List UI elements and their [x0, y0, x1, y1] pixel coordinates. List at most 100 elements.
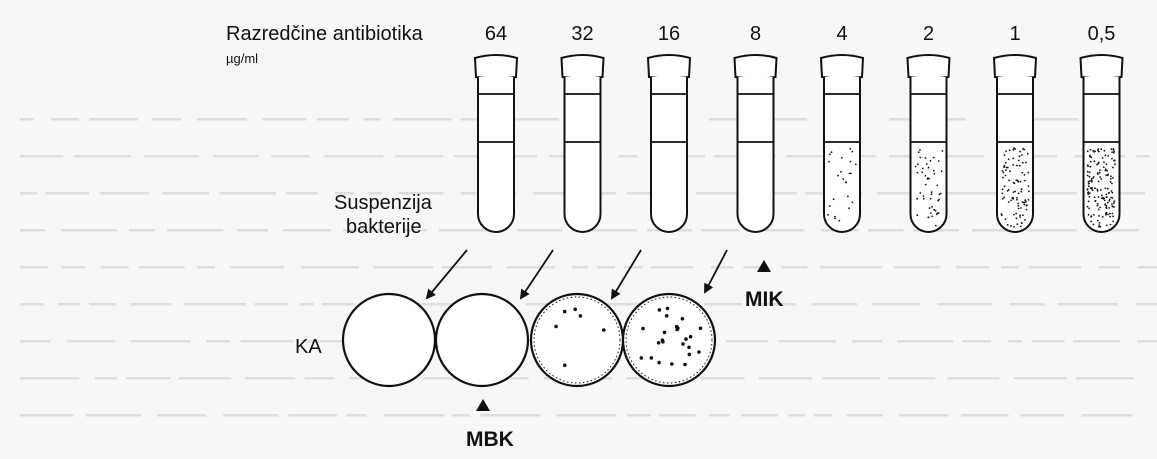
- turbidity-dot: [1024, 174, 1026, 176]
- turbidity-dot: [1094, 196, 1096, 198]
- turbidity-dot: [1022, 201, 1024, 203]
- test-tube: 2: [908, 23, 950, 232]
- mbk-marker-arrowhead: [476, 399, 490, 411]
- turbidity-dot: [1110, 175, 1112, 177]
- turbidity-dot: [1027, 172, 1029, 174]
- turbidity-dot: [1097, 205, 1099, 207]
- turbidity-dot: [855, 164, 857, 166]
- bacterial-colony: [657, 361, 661, 365]
- turbidity-dot: [1105, 170, 1107, 172]
- turbidity-dot: [916, 214, 918, 216]
- turbidity-dot: [1087, 206, 1089, 208]
- bacterial-colony: [683, 363, 687, 367]
- turbidity-dot: [1106, 193, 1108, 195]
- turbidity-dot: [1018, 208, 1020, 210]
- turbidity-dot: [1107, 214, 1109, 216]
- turbidity-dot: [834, 216, 836, 218]
- transfer-arrows: [427, 250, 727, 298]
- turbidity-dot: [1016, 217, 1018, 219]
- mbk-label: MBK: [466, 428, 514, 451]
- turbidity-dot: [1095, 200, 1097, 202]
- turbidity-dot: [1004, 185, 1006, 187]
- turbidity-dot: [1007, 167, 1009, 169]
- turbidity-dot: [1104, 200, 1106, 202]
- turbidity-dot: [1089, 166, 1091, 168]
- turbidity-dot: [931, 191, 933, 193]
- turbidity-dot: [1019, 151, 1021, 153]
- turbidity-dot: [1093, 176, 1095, 178]
- header-title: Razredčine antibiotika: [226, 23, 424, 45]
- turbidity-dot: [1024, 204, 1026, 206]
- turbidity-dot: [1100, 148, 1102, 150]
- turbidity-dot: [1087, 150, 1089, 152]
- turbidity-dot: [1010, 225, 1012, 227]
- turbidity-dot: [922, 168, 924, 170]
- turbidity-dot: [1113, 160, 1115, 162]
- turbidity-dot: [1112, 221, 1114, 223]
- turbidity-dot: [1028, 199, 1030, 201]
- turbidity-dot: [1004, 154, 1006, 156]
- turbidity-dot: [1017, 205, 1019, 207]
- suspension-label-line2: bakterije: [346, 216, 422, 238]
- turbidity-dot: [1107, 188, 1109, 190]
- turbidity-dot: [1089, 155, 1091, 157]
- turbidity-dot: [1112, 216, 1114, 218]
- turbidity-dot: [1021, 172, 1023, 174]
- turbidity-dot: [1005, 150, 1007, 152]
- turbidity-dot: [1110, 178, 1112, 180]
- turbidity-dot: [1093, 214, 1095, 216]
- turbidity-dot: [1093, 224, 1095, 226]
- turbidity-dot: [1102, 157, 1104, 159]
- bacterial-colony: [670, 362, 674, 366]
- turbidity-dot: [1098, 209, 1100, 211]
- turbidity-dot: [1087, 175, 1089, 177]
- tube-cap: [735, 55, 777, 79]
- turbidity-dot: [1110, 224, 1112, 226]
- turbidity-dot: [1021, 222, 1023, 224]
- turbidity-dot: [1024, 219, 1026, 221]
- turbidity-dot: [831, 151, 833, 153]
- turbidity-dot: [927, 217, 929, 219]
- turbidity-dot: [925, 184, 927, 186]
- bacterial-colony: [684, 337, 688, 341]
- turbidity-dot: [1106, 170, 1108, 172]
- turbidity-dot: [1003, 172, 1005, 174]
- turbidity-dot: [1098, 181, 1100, 183]
- mik-label: MIK: [745, 288, 784, 311]
- turbidity-dot: [1094, 150, 1096, 152]
- turbidity-dot: [1114, 163, 1116, 165]
- turbidity-dot: [1020, 226, 1022, 228]
- turbidity-dot: [1016, 199, 1018, 201]
- turbidity-dot: [1111, 151, 1113, 153]
- tube-cap: [562, 55, 604, 79]
- turbidity-dot: [1089, 149, 1091, 151]
- turbidity-dot: [1112, 177, 1114, 179]
- turbidity-dot: [1099, 207, 1101, 209]
- turbidity-dot: [1103, 198, 1105, 200]
- tube-concentration-label: 64: [485, 23, 507, 45]
- turbidity-dot: [933, 157, 935, 159]
- turbidity-dot: [1090, 221, 1092, 223]
- turbidity-dot: [1099, 169, 1101, 171]
- turbidity-dot: [1105, 212, 1107, 214]
- turbidity-dot: [1088, 185, 1090, 187]
- turbidity-dot: [1087, 189, 1089, 191]
- turbidity-dot: [931, 193, 933, 195]
- turbidity-dot: [847, 195, 849, 197]
- turbidity-dot: [1087, 165, 1089, 167]
- turbidity-dot: [1089, 192, 1091, 194]
- turbidity-dot: [1005, 169, 1007, 171]
- bacterial-colony: [661, 338, 665, 342]
- turbidity-dot: [1097, 173, 1099, 175]
- tube-body: [565, 77, 601, 232]
- turbidity-dot: [936, 185, 938, 187]
- turbidity-dot: [1003, 196, 1005, 198]
- turbidity-dot: [1012, 158, 1014, 160]
- turbidity-dot: [1108, 192, 1110, 194]
- turbidity-dot: [1111, 190, 1113, 192]
- tube-cap: [908, 55, 950, 79]
- turbidity-dot: [1089, 171, 1091, 173]
- turbidity-dot: [1104, 204, 1106, 206]
- turbidity-dot: [837, 175, 839, 177]
- turbidity-dot: [939, 194, 941, 196]
